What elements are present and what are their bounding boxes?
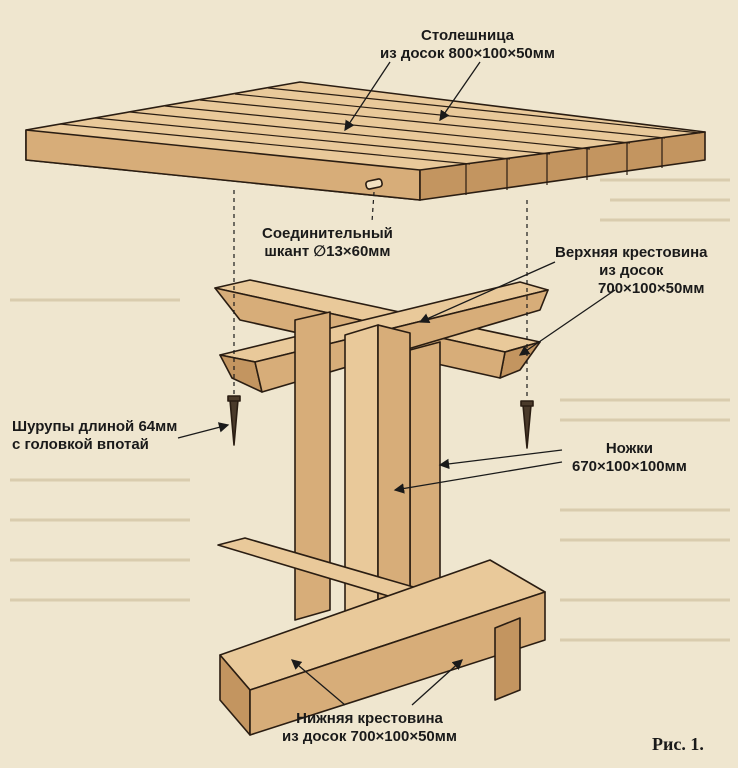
screws-label: Шурупы длиной 64мм с головкой впотай: [12, 418, 178, 453]
dowel-label: Соединительный шкант ∅13×60мм: [262, 225, 393, 260]
legs-label: Ножки 670×100×100мм: [572, 440, 687, 475]
background-text-texture: [10, 178, 730, 642]
dowel-icon: [365, 178, 383, 190]
lower-cross-label: Нижняя крестовина из досок 700×100×50мм: [282, 710, 457, 745]
upper-cross-label: Верхняя крестовина из досок 700×100×50мм: [555, 244, 708, 297]
figure-caption: Рис. 1.: [652, 734, 704, 754]
tabletop: [25, 81, 706, 201]
tabletop-label: Столешница из досок 800×100×50мм: [380, 27, 555, 62]
screw-icon: [227, 395, 241, 446]
leader-arrows: [177, 61, 616, 706]
lower-cross: [217, 537, 546, 736]
screw-icon: [520, 400, 534, 449]
assembly-guides: [233, 190, 528, 400]
